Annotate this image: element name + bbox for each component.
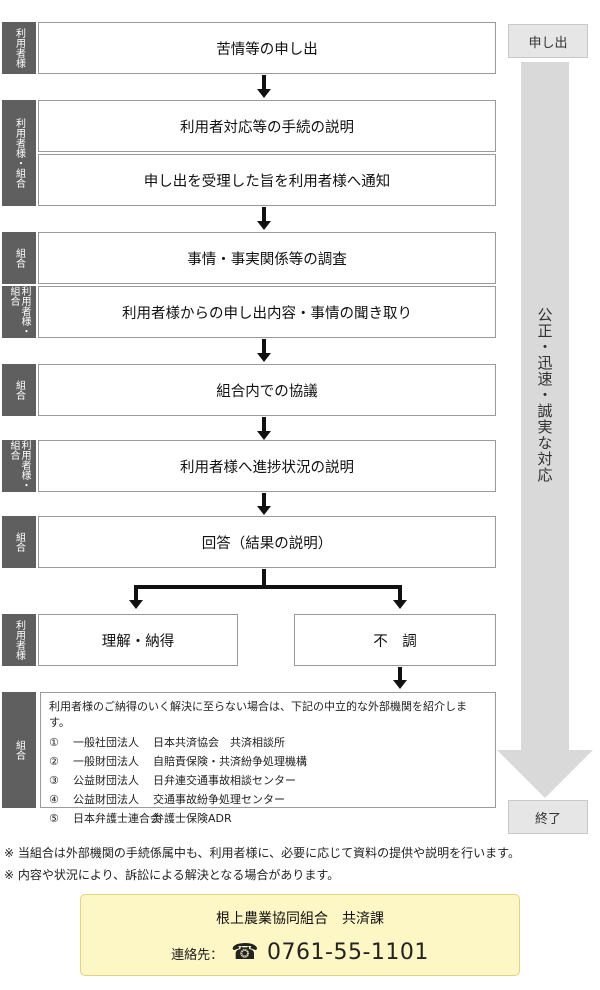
external-agencies-box: 利用者様のご納得のいく解決に至らない場合は、下記の中立的な外部機関を紹介します。… (40, 692, 496, 825)
flow-arrowhead (257, 353, 271, 362)
flow-arrow (262, 207, 266, 222)
flow-arrowhead (257, 431, 271, 440)
contact-box: 根上農業協同組合 共済課 連絡先： ☎ 0761-55-1101 (80, 894, 520, 976)
actor-tag: 組合 (2, 516, 36, 568)
footnotes: ※ 当組合は外部機関の手続係属中も、利用者様に、必要に応じて資料の提供や説明を行… (4, 842, 520, 886)
external-intro: 利用者様のご納得のいく解決に至らない場合は、下記の中立的な外部機関を紹介します。 (49, 700, 467, 729)
footnote: ※ 内容や状況により、訴訟による解決となる場合があります。 (4, 868, 340, 882)
step-box: 申し出を受理した旨を利用者様へ通知 (38, 154, 496, 206)
flow-arrowhead (393, 600, 407, 609)
phone-icon: ☎ (231, 940, 260, 965)
step-box: 組合内での協議 (38, 364, 496, 416)
flow-arrow (262, 75, 266, 90)
flow-arrowhead (257, 89, 271, 98)
flow-arrowhead (257, 506, 271, 515)
branch-stem (262, 569, 266, 587)
flow-arrowhead (129, 600, 143, 609)
footnote: ※ 当組合は外部機関の手続係属中も、利用者様に、必要に応じて資料の提供や説明を行… (4, 846, 520, 860)
contact-org: 根上農業協同組合 共済課 (216, 911, 384, 927)
branch-right-arrow (398, 587, 402, 601)
actor-tag: 利用者様 (2, 614, 36, 666)
timeline-label: 公正・迅速・誠実な対応 (535, 307, 554, 483)
timeline-arrowhead (497, 750, 593, 798)
flow-arrow (262, 417, 266, 432)
contact-phone-number: 0761-55-1101 (267, 940, 429, 965)
flow-arrowhead (257, 221, 271, 230)
flow-arrowhead (393, 680, 407, 689)
timeline-bar (521, 62, 569, 750)
actor-tag: 利用者様・組合 (2, 440, 36, 492)
step-box: 利用者対応等の手続の説明 (38, 100, 496, 152)
actor-tag: 利用者様・組合 (2, 100, 36, 206)
flow-arrow (398, 667, 402, 681)
contact-tel-label: 連絡先： (171, 948, 224, 963)
actor-tag: 利用者様・組合 (2, 286, 36, 338)
step-box: 利用者様からの申し出内容・事情の聞き取り (38, 286, 496, 338)
timeline-start: 申し出 (508, 24, 588, 58)
step-box: 事情・事実関係等の調査 (38, 232, 496, 284)
timeline-end: 終了 (508, 800, 588, 834)
step-box: 利用者様へ進捗状況の説明 (38, 440, 496, 492)
step-box: 回答（結果の説明） (38, 516, 496, 568)
branch-line (134, 585, 402, 589)
contact-tel-row: 連絡先： ☎ 0761-55-1101 (81, 940, 519, 965)
branch-left-arrow (134, 587, 138, 601)
flow-arrow (262, 339, 266, 354)
actor-tag: 利用者様 (2, 22, 36, 74)
actor-tag: 組合 (2, 364, 36, 416)
outcome-unresolved: 不 調 (294, 614, 496, 666)
actor-tag: 組合 (2, 692, 36, 808)
step-box: 苦情等の申し出 (38, 22, 496, 74)
outcome-resolved: 理解・納得 (38, 614, 238, 666)
flow-arrow (262, 493, 266, 507)
actor-tag: 組合 (2, 232, 36, 284)
